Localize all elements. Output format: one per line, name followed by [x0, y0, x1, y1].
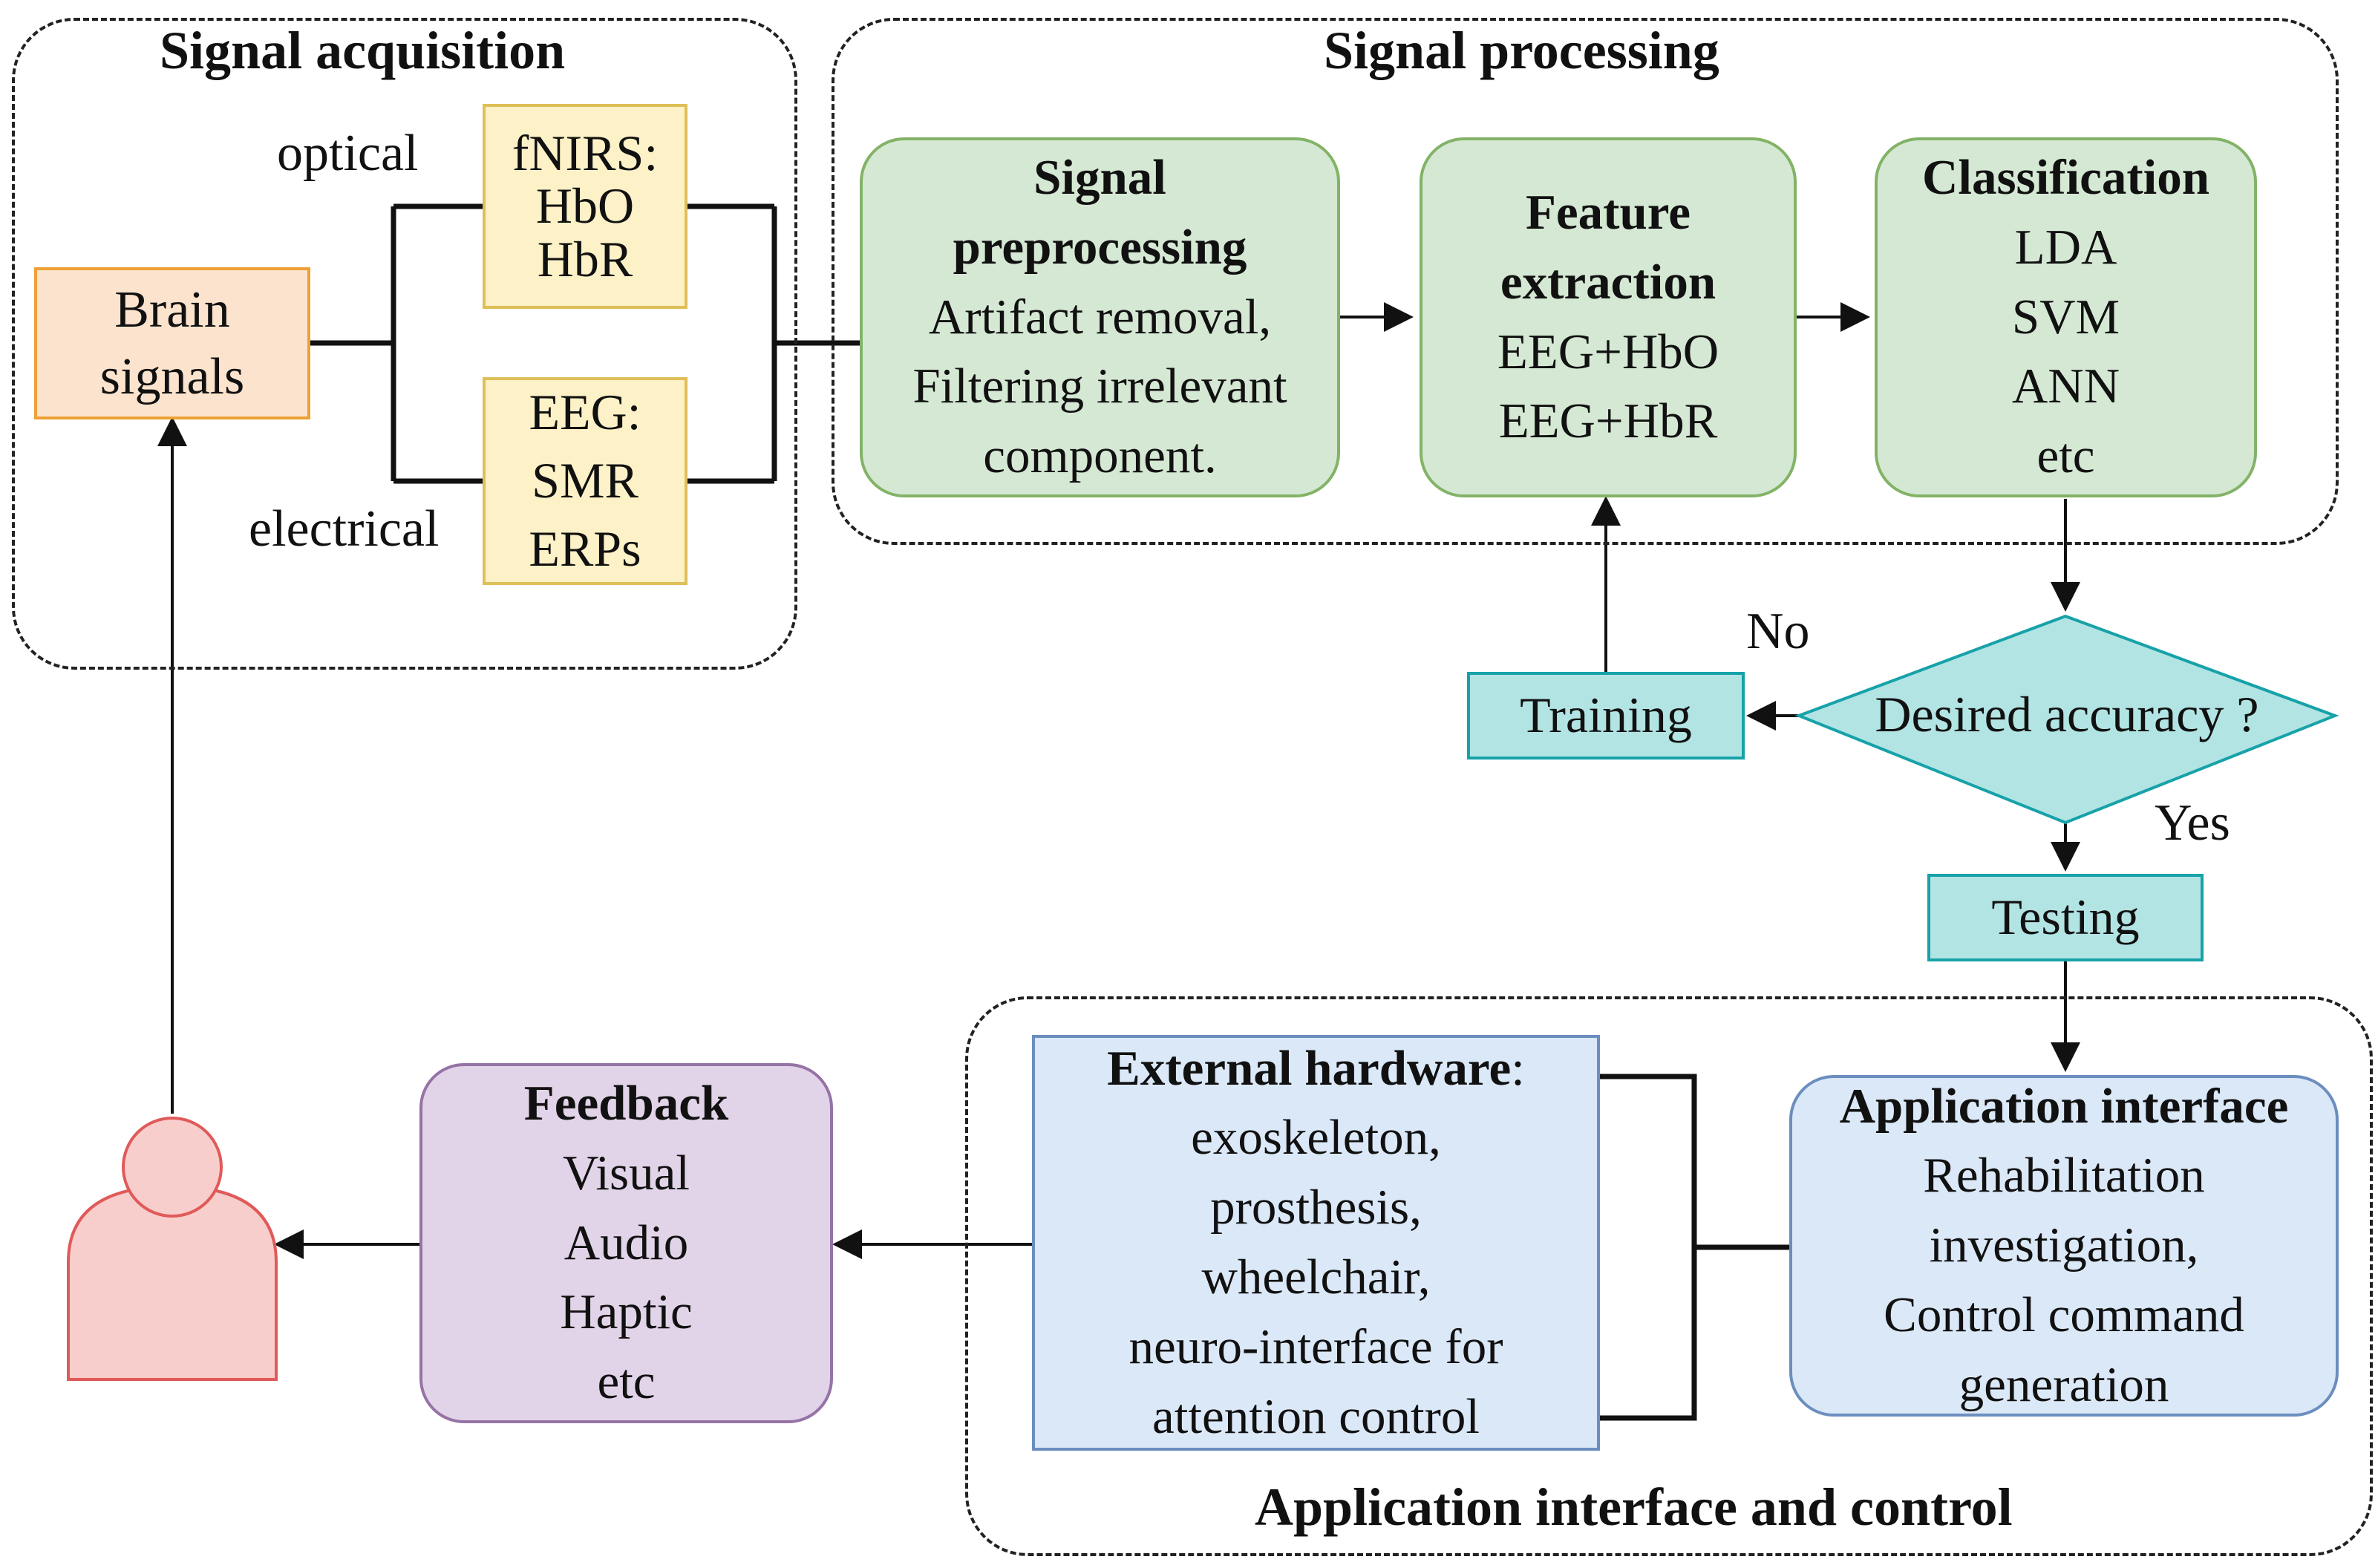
application-interface-node: Application interface Rehabilitation inv…	[1789, 1075, 2339, 1417]
group-title-acquisition: Signal acquisition	[160, 21, 566, 80]
person-icon	[67, 1117, 278, 1381]
eeg-node: EEG: SMR ERPs	[483, 377, 687, 585]
acquisition-bracket	[310, 203, 860, 484]
flow-arrows	[157, 302, 2080, 1259]
no-label: No	[1746, 603, 1810, 660]
signal-preprocessing-node: Signal preprocessing Artifact removal, F…	[860, 137, 1340, 497]
group-application-control	[965, 996, 2373, 1556]
feature-extraction-node: Feature extraction EEG+HbO EEG+HbR	[1420, 137, 1797, 497]
training-node: Training	[1467, 672, 1745, 760]
hardware-bracket	[1600, 1074, 1789, 1421]
feedback-node: Feedback Visual Audio Haptic etc	[419, 1063, 833, 1423]
fnirs-node: fNIRS: HbO HbR	[483, 104, 687, 309]
electrical-label: electrical	[249, 500, 440, 558]
group-signal-processing	[832, 18, 2339, 545]
yes-label: Yes	[2155, 794, 2230, 852]
brain-signals-node: Brain signals	[34, 267, 310, 419]
decision-label: Desired accuracy ?	[1875, 686, 2259, 742]
group-signal-acquisition	[12, 18, 797, 670]
decision-diamond	[1794, 614, 2339, 825]
group-title-application: Application interface and control	[1255, 1477, 2013, 1537]
testing-node: Testing	[1927, 874, 2204, 961]
group-title-processing: Signal processing	[1324, 21, 1719, 80]
optical-label: optical	[277, 125, 419, 182]
classification-node: Classification LDA SVM ANN etc	[1875, 137, 2257, 497]
external-hardware-node: External hardware: exoskeleton, prosthes…	[1032, 1035, 1600, 1451]
